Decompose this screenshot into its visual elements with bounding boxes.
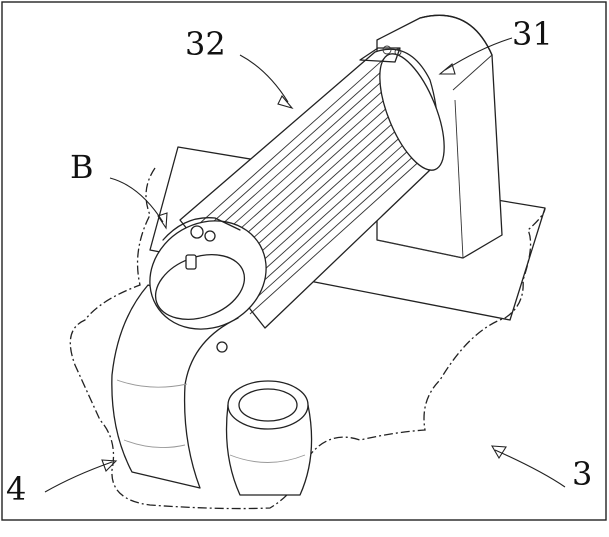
cylinder-rib [194, 65, 389, 239]
leader-32 [239, 54, 289, 103]
tube [111, 284, 239, 489]
arrow-4 [101, 459, 118, 472]
label-3: 3 [572, 455, 592, 493]
label-4: 4 [6, 470, 26, 508]
label-31: 31 [512, 15, 553, 53]
arrow-b [157, 212, 168, 230]
cylinder-rib [249, 157, 424, 315]
cylinder-rib [245, 149, 421, 309]
cylinder-rib [203, 80, 395, 252]
tube-stub [225, 380, 313, 496]
cylinder-rib [189, 57, 386, 233]
arrow-32 [277, 95, 294, 110]
region-boundary [69, 167, 546, 510]
leader-3 [494, 449, 566, 488]
clamp-ring [149, 217, 267, 353]
cylinder-rib [240, 142, 418, 302]
label-b: B [70, 148, 94, 186]
arrow-3 [490, 445, 507, 460]
leader-b [109, 177, 164, 223]
figure-border [1, 1, 607, 521]
label-32: 32 [185, 25, 226, 63]
leader-4 [44, 461, 113, 493]
cylinder-rib [198, 73, 392, 245]
arrow-31 [438, 63, 456, 75]
leader-31 [444, 37, 513, 71]
